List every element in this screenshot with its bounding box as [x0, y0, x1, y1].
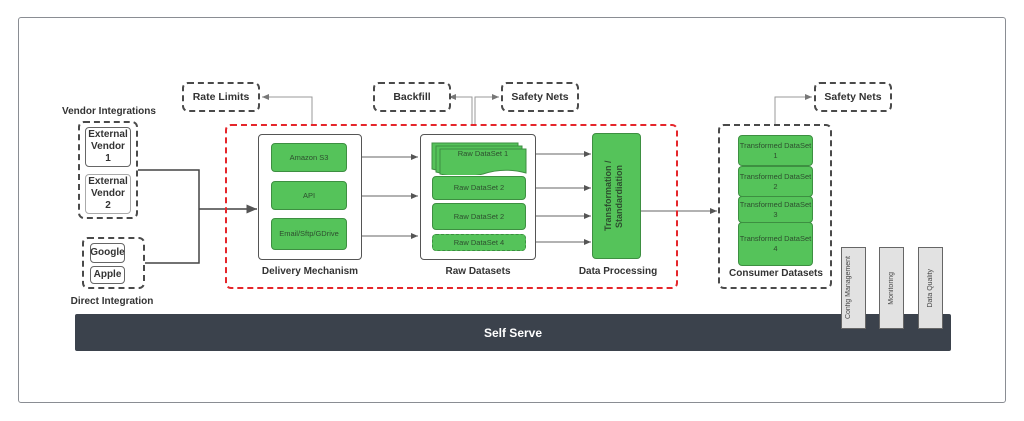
raw-datasets-label: Raw Datasets: [445, 266, 511, 277]
consumer-datasets-group: [718, 124, 832, 289]
backfill-label: Backfill: [393, 91, 431, 103]
apple-source: Apple: [90, 266, 125, 284]
pillar-data-quality: Data Quality: [918, 247, 943, 329]
consumer-datasets-label: Consumer Datasets: [729, 268, 823, 279]
config-management-label: Config Management: [844, 256, 852, 320]
raw-dataset-1-stack: [431, 142, 527, 175]
pillar-monitoring: Monitoring: [879, 247, 904, 329]
transformed-dataset-4: Transformed DataSet 4: [738, 222, 813, 266]
transformation-label: Transformation / Standardiation: [602, 160, 624, 232]
self-serve-platform: Self Serve: [75, 314, 951, 351]
backfill-callout: Backfill: [373, 82, 451, 112]
safety-nets-consumer-label: Safety Nets: [824, 91, 882, 103]
monitoring-label: Monitoring: [888, 271, 895, 305]
safety-nets-raw-label: Safety Nets: [511, 91, 569, 103]
delivery-api: API: [271, 181, 347, 210]
data-processing-label: Data Processing: [578, 266, 658, 277]
delivery-mechanism-label: Delivery Mechanism: [261, 266, 359, 277]
raw-dataset-4: Raw DataSet 4: [432, 234, 526, 251]
delivery-email-sftp-gdrive: Email/Sftp/GDrive: [271, 218, 347, 250]
transformed-dataset-3: Transformed DataSet 3: [738, 196, 813, 223]
data-quality-label: Data Quality: [927, 268, 934, 308]
safety-nets-consumer-callout: Safety Nets: [814, 82, 892, 112]
rate-limits-label: Rate Limits: [192, 91, 250, 103]
safety-nets-raw-callout: Safety Nets: [501, 82, 579, 112]
direct-integration-label: Direct Integration: [70, 296, 154, 307]
delivery-amazon-s3: Amazon S3: [271, 143, 347, 172]
vendor-integrations-label: Vendor Integrations: [62, 106, 156, 117]
pillar-config-management: Config Management: [841, 247, 866, 329]
transformed-dataset-2: Transformed DataSet 2: [738, 166, 813, 197]
external-vendor-1: External Vendor 1: [85, 127, 131, 167]
external-vendor-2: External Vendor 2: [85, 174, 131, 214]
raw-dataset-3: Raw DataSet 2: [432, 203, 526, 230]
transformed-dataset-1: Transformed DataSet 1: [738, 135, 813, 166]
raw-dataset-2: Raw DataSet 2: [432, 176, 526, 200]
google-source: Google: [90, 243, 125, 263]
transformation-block: Transformation / Standardiation: [592, 133, 641, 259]
self-serve-label: Self Serve: [483, 325, 543, 340]
rate-limits-callout: Rate Limits: [182, 82, 260, 112]
pipeline-boundary: [225, 124, 678, 289]
raw-dataset-1: Raw DataSet 1: [457, 149, 509, 158]
